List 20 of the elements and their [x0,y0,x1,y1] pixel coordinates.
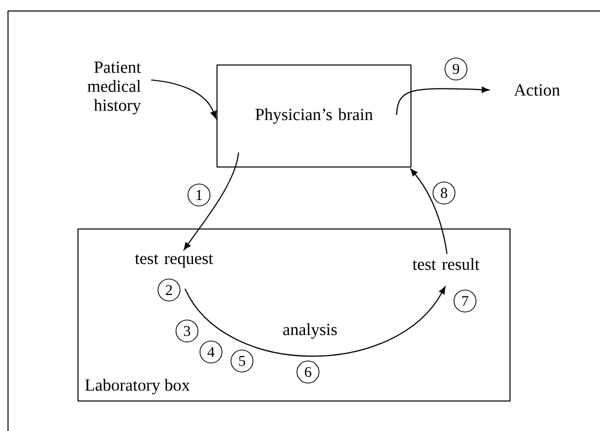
arrow [184,152,240,250]
callout-number: 4 [200,340,222,364]
callout-number: 1 [188,184,210,206]
callout-number: 3 [176,320,198,342]
callout-number: 9 [444,58,468,80]
callout-number: 7 [454,290,476,312]
callout-number: 8 [432,182,456,204]
step-text: test result [412,258,480,270]
callout-number: 2 [158,278,180,302]
arrow [396,86,490,116]
step-text: test request [135,254,214,268]
arrow [151,79,216,118]
callout-number: 6 [296,360,320,384]
callout-number: 5 [230,350,254,372]
output-text: Action [514,84,560,96]
brain-box: Physician’s brain [216,64,412,168]
edge-label: analysis [283,323,337,339]
input-text: Patient medical history [88,62,141,114]
arrow [410,168,448,254]
arrow [184,286,446,357]
